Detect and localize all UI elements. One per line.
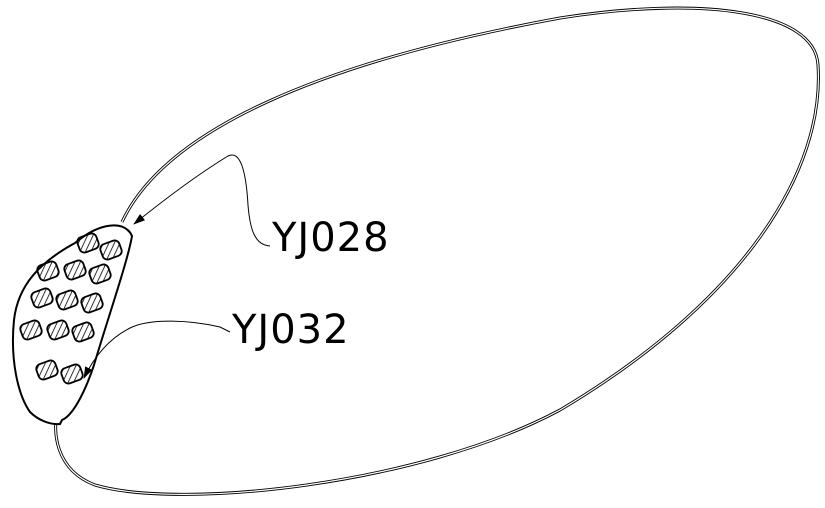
cavity — [36, 260, 60, 282]
cavity — [76, 232, 100, 254]
cavity — [46, 319, 70, 341]
cavity — [19, 319, 43, 341]
callout-yj032-label: YJ032 — [231, 307, 350, 353]
cavity — [55, 289, 79, 311]
leader-yj028 — [133, 154, 271, 247]
cavity — [60, 363, 84, 385]
cavity — [99, 239, 123, 261]
cavity — [80, 292, 104, 314]
cavity — [63, 259, 87, 281]
connector-cavities — [19, 232, 123, 385]
cavity — [30, 287, 54, 309]
cavity — [71, 321, 95, 343]
cable-loop-outer-line — [54, 6, 820, 496]
cavity — [88, 263, 112, 285]
leader-yj032 — [83, 320, 231, 379]
cavity — [35, 359, 59, 381]
callout-yj028-label: YJ028 — [271, 215, 390, 261]
cable-loop-inner-line — [55, 7, 820, 495]
leader-lines — [83, 154, 271, 379]
cable-loop — [54, 6, 820, 496]
